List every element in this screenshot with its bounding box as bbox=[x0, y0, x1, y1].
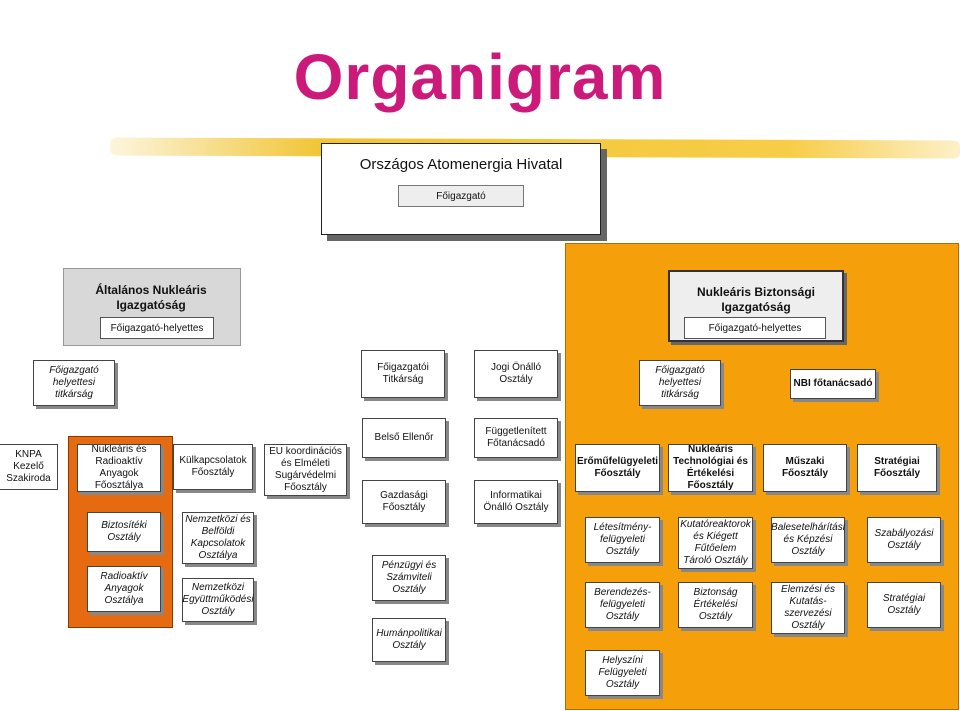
dg-secretariat: Főigazgatói Titkárság bbox=[361, 350, 445, 398]
knpa-office: KNPA Kezelő Szakiroda bbox=[0, 444, 58, 490]
facility-supervision-dept: Létesítmény-felügyeleti Osztály bbox=[585, 517, 660, 563]
power-plant-supervision-dept: Erőműfelügyeleti Főosztály bbox=[575, 444, 660, 492]
research-reactor-dept: Kutatóreaktorok és Kiégett Fűtőelem Táro… bbox=[678, 517, 753, 569]
left-deputy-secretariat: Főigazgató helyettesi titkárság bbox=[33, 360, 115, 406]
director-general-box: Főigazgató bbox=[398, 185, 524, 207]
legal-department: Jogi Önálló Osztály bbox=[474, 350, 558, 398]
strategic-dept: Stratégiai Főosztály bbox=[857, 444, 937, 492]
technical-dept: Műszaki Főosztály bbox=[763, 444, 847, 492]
hr-dept: Humánpolitikai Osztály bbox=[372, 618, 446, 662]
site-supervision-dept: Helyszíni Felügyeleti Osztály bbox=[585, 650, 660, 696]
intl-domestic-relations-dept: Nemzetközi és Belföldi Kapcsolatok Osztá… bbox=[182, 512, 254, 564]
internal-auditor: Belső Ellenőr bbox=[362, 418, 446, 458]
economic-dept: Gazdasági Főosztály bbox=[362, 480, 446, 524]
right-deputy-secretariat: Főigazgató helyettesi titkárság bbox=[639, 360, 721, 406]
analysis-research-dept: Elemzési és Kutatás-szervezési Osztály bbox=[771, 582, 845, 634]
nbi-chief-advisor: NBI főtanácsadó bbox=[790, 369, 876, 399]
finance-dept: Pénzügyi és Számviteli Osztály bbox=[372, 555, 446, 601]
external-relations-dept: Külkapcsolatok Főosztály bbox=[173, 444, 253, 490]
radioactive-main-dept: Nukleáris és Radioaktív Anyagok Főosztál… bbox=[77, 444, 161, 492]
independent-advisor: Függetlenített Főtanácsadó bbox=[474, 418, 558, 458]
regulation-dept: Szabályozási Osztály bbox=[867, 517, 941, 563]
safety-evaluation-dept: Biztonság Értékelési Osztály bbox=[678, 582, 753, 628]
left-deputy-box: Főigazgató-helyettes bbox=[100, 317, 214, 339]
nuclear-safety-directorate-name: Nukleáris Biztonsági Igazgatóság bbox=[696, 285, 816, 314]
eu-coordination-dept: EU koordinációs és Elméleti Sugárvédelmi… bbox=[264, 444, 347, 496]
it-department: Informatikai Önálló Osztály bbox=[474, 480, 558, 524]
safeguards-dept: Biztosítéki Osztály bbox=[87, 512, 161, 552]
equipment-supervision-dept: Berendezés-felügyeleti Osztály bbox=[585, 582, 660, 628]
intl-cooperation-dept: Nemzetközi Együttműködési Osztály bbox=[182, 578, 254, 622]
page-title: Organigram bbox=[293, 41, 667, 113]
emergency-training-dept: Balesetelhárítási és Képzési Osztály bbox=[771, 517, 845, 563]
right-deputy-box: Főigazgató-helyettes bbox=[684, 317, 826, 339]
radioactive-materials-dept: Radioaktív Anyagok Osztálya bbox=[87, 566, 161, 612]
nuclear-tech-evaluation-dept: Nukleáris Technológiai és Értékelési Főo… bbox=[668, 444, 753, 492]
strategy-dept: Stratégiai Osztály bbox=[867, 582, 941, 628]
authority-name: Országos Atomenergia Hivatal bbox=[359, 156, 563, 173]
general-nuclear-directorate: Általános Nukleáris Igazgatóság bbox=[95, 283, 207, 312]
